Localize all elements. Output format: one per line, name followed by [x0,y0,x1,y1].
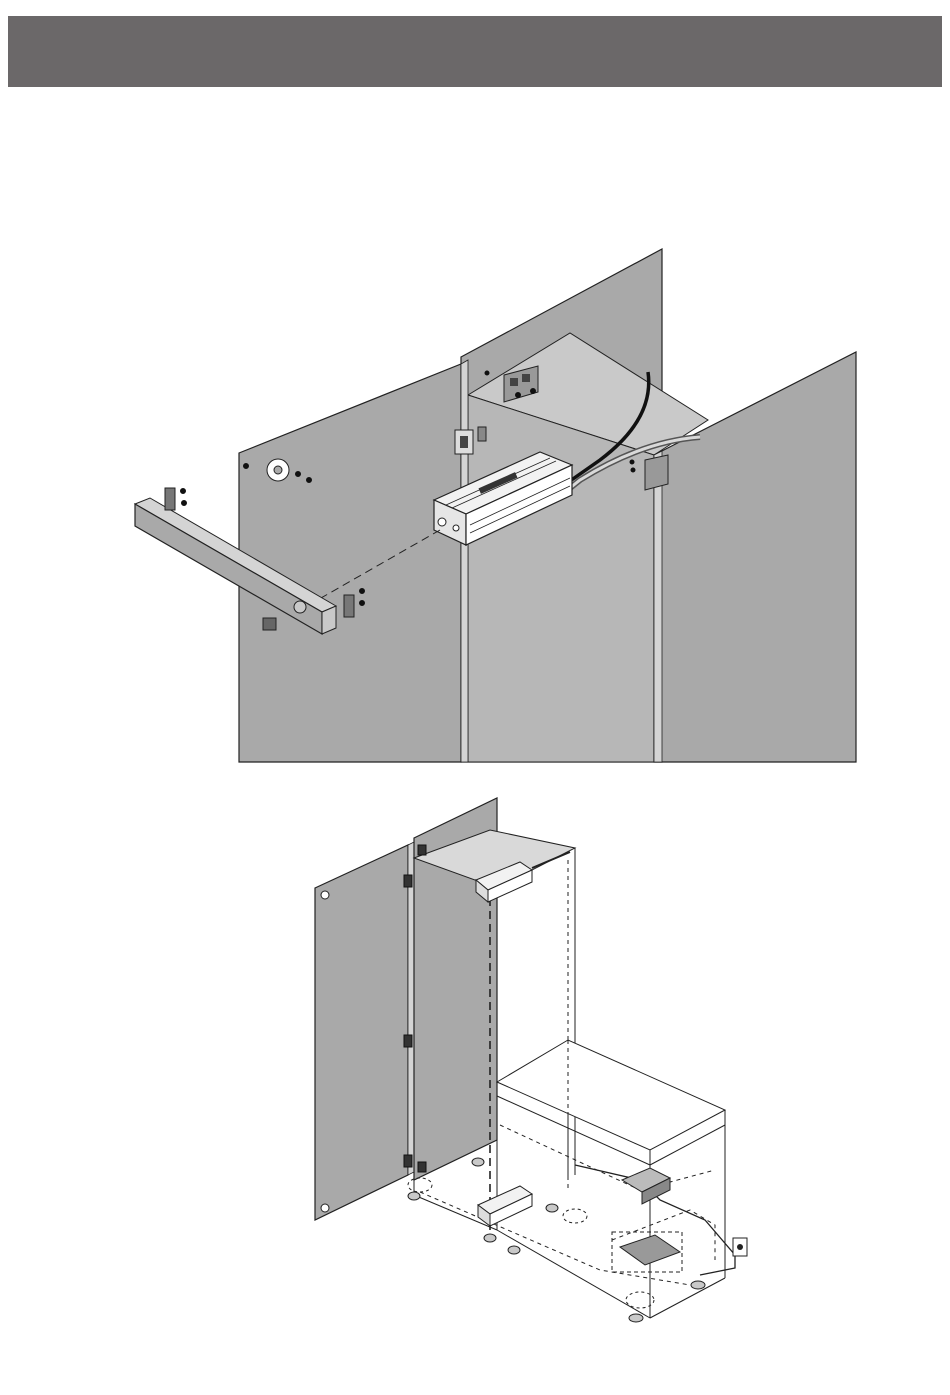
side-panel-edge [654,451,662,762]
wall-socket-icon [733,1238,747,1256]
door-panel-edge [461,360,468,762]
power-supply-icon [622,1168,670,1204]
open-door [315,845,408,1220]
header-bar [8,16,942,87]
cabinet-overview-drawing [0,790,950,1350]
drive-unit-bottom [478,1186,532,1226]
cabinet-overview-figure [0,790,950,1350]
door-panel [239,364,461,762]
power-supply-icon [612,1232,682,1272]
mounting-plate-icon [645,455,668,490]
dowel-icon [267,459,289,481]
cabinet-back-interior [468,395,654,762]
installation-closeup-drawing [0,240,950,765]
installation-closeup-figure [0,240,950,765]
